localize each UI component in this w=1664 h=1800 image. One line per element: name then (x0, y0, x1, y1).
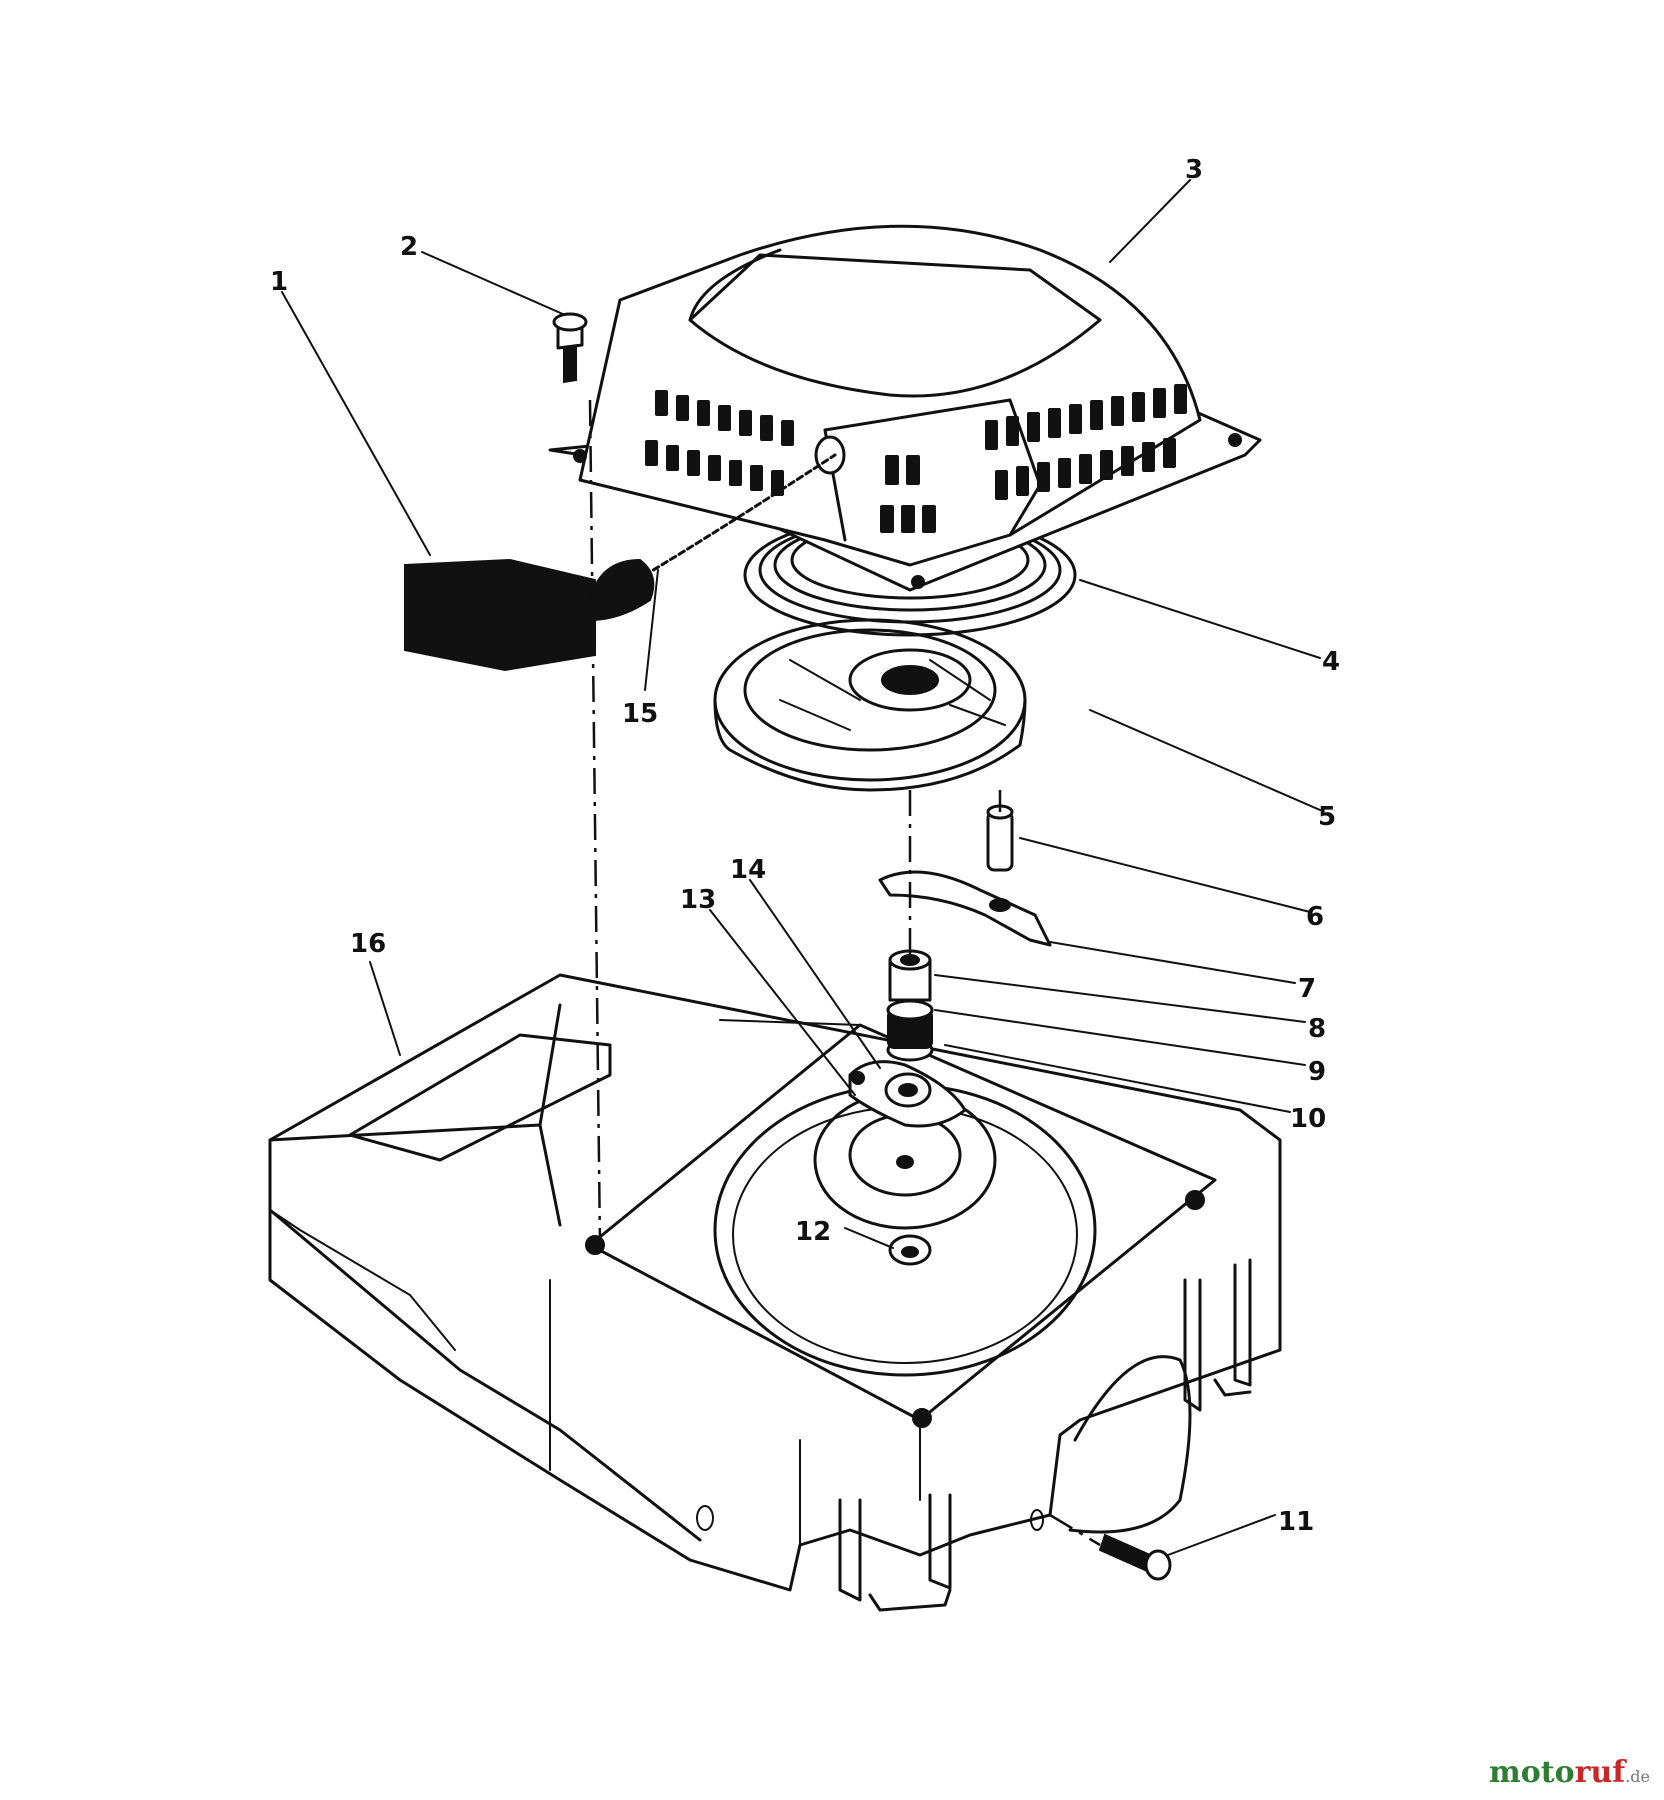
callout-4: 4 (1322, 647, 1340, 677)
starter-handle (404, 558, 655, 672)
center-nut (888, 1234, 932, 1266)
leader-lines (281, 179, 1321, 1556)
blower-housing (268, 973, 1282, 1612)
callout-11: 11 (1278, 1507, 1314, 1537)
bolt-axis-line (1049, 1513, 1101, 1547)
shaft-stack (886, 949, 934, 1062)
callout-10: 10 (1290, 1104, 1326, 1134)
callout-12: 12 (795, 1217, 831, 1247)
callout-6: 6 (1306, 902, 1324, 932)
callout-5: 5 (1318, 802, 1336, 832)
ratchet-assembly (813, 1060, 997, 1230)
callout-16: 16 (350, 929, 386, 959)
screw-axis-line (588, 399, 602, 1246)
motoruf-watermark: motoruf.de (1489, 1755, 1650, 1790)
mounting-screw (552, 312, 588, 384)
callout-1: 1 (270, 267, 288, 297)
callout-15: 15 (622, 699, 658, 729)
pawl (878, 790, 1052, 947)
callout-3: 3 (1185, 155, 1203, 185)
callout-7: 7 (1298, 974, 1316, 1004)
callout-2: 2 (400, 232, 418, 262)
starter-cover (548, 224, 1262, 592)
callout-13: 13 (680, 885, 716, 915)
side-bolt (1098, 1533, 1172, 1581)
pulley (713, 618, 1027, 792)
starter-rope (643, 453, 837, 577)
callout-9: 9 (1308, 1057, 1326, 1087)
callout-14: 14 (730, 855, 766, 885)
callout-8: 8 (1308, 1014, 1326, 1044)
